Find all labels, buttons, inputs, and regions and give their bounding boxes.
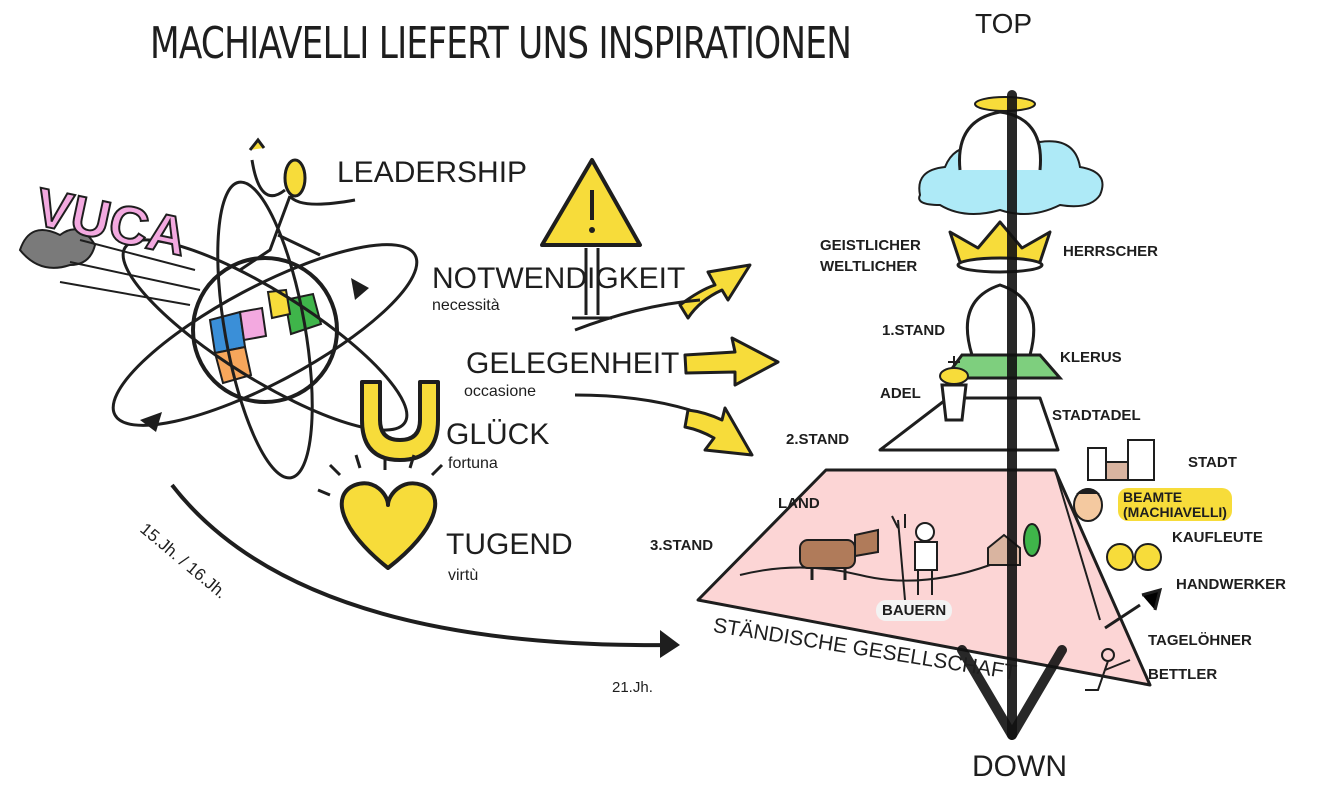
opportunity-arrows bbox=[574, 263, 780, 457]
speed-cloud-icon bbox=[18, 228, 201, 306]
farmer-icon bbox=[891, 514, 938, 601]
herrscher-label: HERRSCHER bbox=[1063, 243, 1159, 260]
concept-label: GELEGENHEIT bbox=[466, 347, 680, 380]
handwerker-label: HANDWERKER bbox=[1176, 576, 1286, 593]
stadtadel-label: STADTADEL bbox=[1052, 407, 1141, 424]
vuca-globe-icon bbox=[111, 180, 419, 480]
concept-label: TUGEND bbox=[446, 528, 573, 561]
beamte-label: BEAMTE bbox=[1123, 489, 1183, 505]
leadership-label: LEADERSHIP bbox=[337, 156, 528, 189]
axis-top-label: TOP bbox=[975, 8, 1033, 39]
timeline-arrow bbox=[170, 483, 680, 658]
warning-sign-icon bbox=[540, 158, 642, 320]
bauern-label: BAUERN bbox=[876, 600, 953, 621]
leader-figure-icon bbox=[239, 137, 356, 272]
concept-sub: virtù bbox=[448, 567, 479, 584]
crown-icon bbox=[948, 220, 1052, 274]
stand3-label: 3.STAND bbox=[650, 537, 714, 554]
money-bags-icon bbox=[1106, 543, 1162, 571]
heart-icon bbox=[317, 454, 444, 570]
geistlicher-label: GEISTLICHER bbox=[820, 237, 921, 254]
stadt-label: STADT bbox=[1188, 454, 1237, 471]
concept-label: NOTWENDIGKEIT bbox=[432, 262, 686, 295]
stand1-label: 1.STAND bbox=[882, 322, 946, 339]
top-down-arrow bbox=[957, 90, 1067, 740]
concept-sub: occasione bbox=[464, 383, 537, 400]
concept-sub: fortuna bbox=[448, 455, 498, 472]
tageloehner-label: TAGELÖHNER bbox=[1148, 632, 1252, 649]
land-label: LAND bbox=[778, 495, 820, 512]
town-icon bbox=[1087, 439, 1155, 481]
stand2-label: 2.STAND bbox=[786, 431, 850, 448]
mitre-icon bbox=[942, 283, 1064, 380]
tools-icon bbox=[1104, 587, 1163, 630]
timeline-end-label: 21.Jh. bbox=[612, 679, 653, 696]
beamte-highlight: BEAMTE (MACHIAVELLI) bbox=[1118, 488, 1232, 522]
weltlicher-label: WELTLICHER bbox=[820, 258, 918, 275]
cow-icon bbox=[799, 528, 879, 580]
klerus-label: KLERUS bbox=[1060, 349, 1122, 366]
noble-piece-icon bbox=[939, 356, 969, 422]
bettler-label: BETTLER bbox=[1148, 666, 1218, 683]
axis-bottom-label: DOWN bbox=[972, 750, 1067, 783]
horseshoe-icon bbox=[360, 380, 440, 462]
concept-sub: necessità bbox=[432, 297, 500, 314]
machiavelli-label: (MACHIAVELLI) bbox=[1123, 503, 1227, 520]
adel-label: ADEL bbox=[880, 385, 921, 402]
page-title: MACHIAVELLI LIEFERT UNS INSPIRATIONEN bbox=[150, 18, 852, 69]
official-head-icon bbox=[1073, 488, 1103, 522]
beggar-figure-icon bbox=[1085, 648, 1131, 691]
kaufleute-label: KAUFLEUTE bbox=[1172, 529, 1263, 546]
concept-label: GLÜCK bbox=[446, 418, 550, 451]
